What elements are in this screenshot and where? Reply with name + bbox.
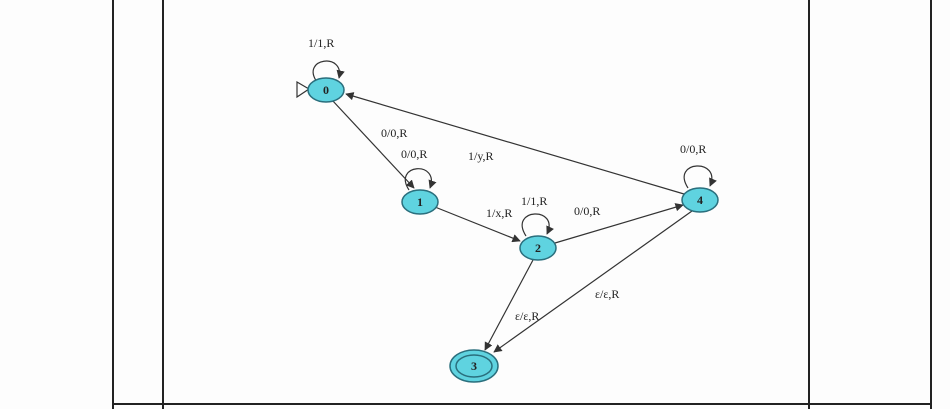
self-loop-4 [683, 165, 717, 189]
label-1-1: 0/0,R [401, 147, 427, 161]
edge-4-0 [345, 92, 685, 195]
state-1-label: 1 [417, 195, 423, 209]
state-2: 2 [519, 235, 557, 261]
label-0-0: 1/1,R [308, 36, 334, 50]
frame-left-outer [112, 0, 114, 409]
state-2-label: 2 [535, 241, 541, 255]
state-4-label: 4 [697, 193, 703, 207]
edge-1-2 [434, 206, 521, 243]
label-2-3: ε/ε,R [515, 309, 539, 323]
edge-4-3 [493, 210, 693, 353]
self-loop-0 [312, 60, 345, 83]
start-arrow-icon [296, 80, 311, 99]
state-1: 1 [401, 189, 439, 215]
state-3: 3 [449, 349, 499, 383]
label-4-3: ε/ε,R [595, 287, 619, 301]
edge-0-1 [331, 99, 415, 189]
frame-left-inner [162, 0, 164, 409]
label-0-1: 0/0,R [381, 126, 407, 140]
edge-2-3 [484, 259, 534, 351]
label-2-4: 0/0,R [574, 204, 600, 218]
state-3-label: 3 [471, 359, 477, 373]
frame-right-outer [930, 0, 932, 409]
label-2-2-b: 1/x,R [486, 206, 512, 220]
self-loop-2 [521, 213, 554, 237]
label-4-4: 0/0,R [680, 142, 706, 156]
self-loop-1 [404, 168, 437, 191]
label-2-2-a: 1/1,R [521, 194, 547, 208]
label-1-2: 1/y,R [468, 149, 494, 163]
frame-right-inner [808, 0, 810, 409]
state-4: 4 [681, 187, 719, 213]
state-0-label: 0 [323, 83, 329, 97]
state-0: 0 [307, 77, 345, 103]
frame-bottom [112, 403, 932, 405]
edge-2-4 [554, 203, 684, 244]
